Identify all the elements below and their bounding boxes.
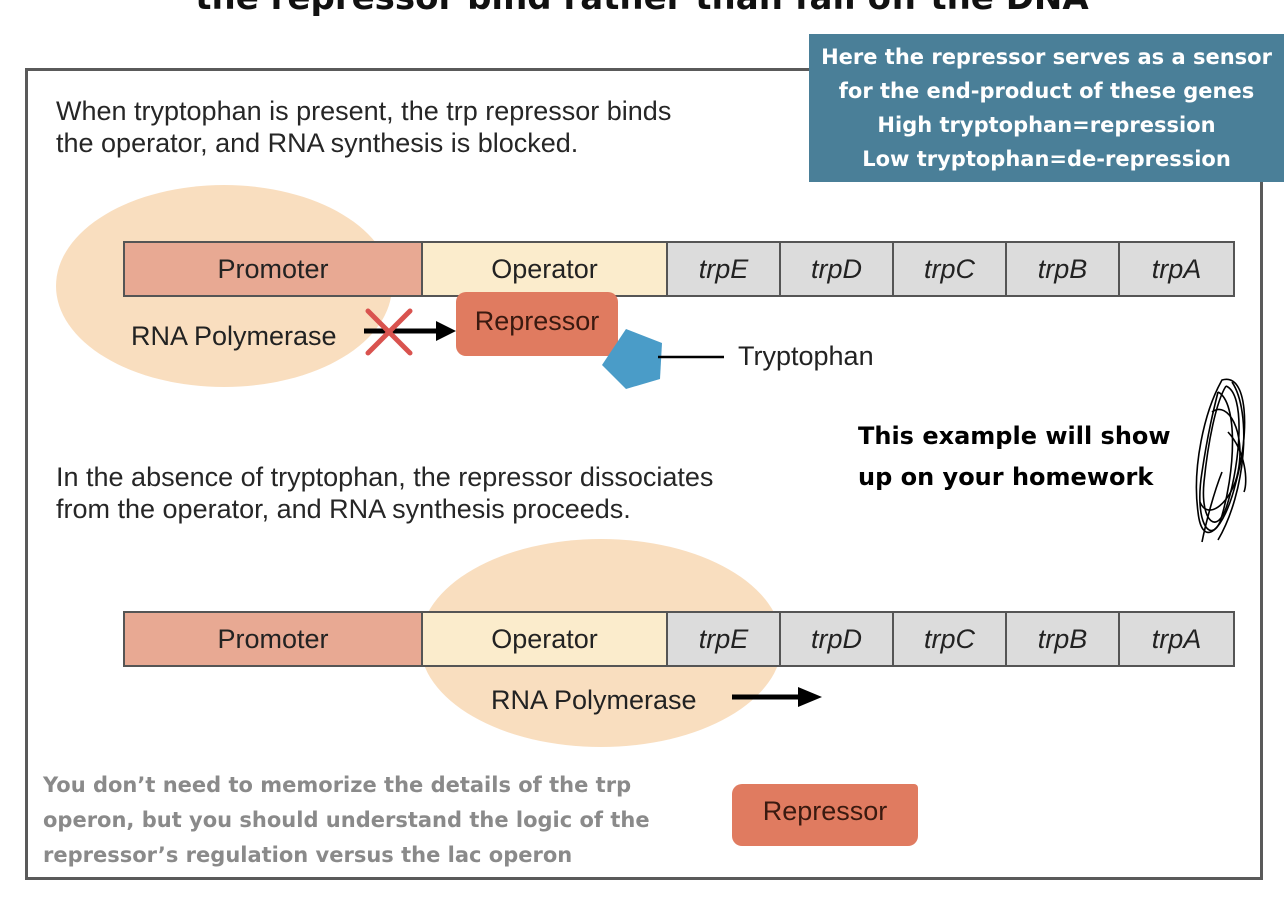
repressor-label-top: Repressor bbox=[474, 306, 600, 336]
callout-line4: Low tryptophan=de-repression bbox=[862, 147, 1231, 171]
block-x-icon bbox=[365, 308, 413, 356]
transcription-arrow bbox=[732, 687, 822, 707]
repressor-bound: Repressor bbox=[456, 292, 618, 356]
tryptophan-label: Tryptophan bbox=[738, 341, 874, 371]
gene-trpA: trpA bbox=[1120, 243, 1233, 295]
bottom-caption-line2: from the operator, and RNA synthesis pro… bbox=[56, 494, 631, 524]
dna-strand-top: Promoter Operator trpE trpD trpC trpB tr… bbox=[123, 241, 1235, 297]
footnote-line3: repressor’s regulation versus the lac op… bbox=[43, 843, 573, 867]
promoter-segment: Promoter bbox=[125, 613, 423, 665]
gene-trpC: trpC bbox=[894, 243, 1007, 295]
callout-line2: for the end-product of these genes bbox=[838, 79, 1255, 103]
operator-segment: Operator bbox=[423, 613, 668, 665]
blocked-arrow bbox=[364, 308, 456, 356]
gene-trpD: trpD bbox=[781, 243, 894, 295]
homework-note-line1: This example will show bbox=[858, 422, 1171, 450]
top-caption: When tryptophan is present, the trp repr… bbox=[56, 95, 671, 159]
gene-trpC: trpC bbox=[894, 613, 1007, 665]
tryptophan-icon bbox=[602, 329, 662, 389]
footnote-line1: You don’t need to memorize the details o… bbox=[43, 773, 632, 797]
operator-segment: Operator bbox=[423, 243, 668, 295]
footnote: You don’t need to memorize the details o… bbox=[43, 768, 650, 873]
gene-trpD: trpD bbox=[781, 613, 894, 665]
callout-box: Here the repressor serves as a sensor fo… bbox=[809, 34, 1284, 182]
callout-line1: Here the repressor serves as a sensor bbox=[821, 45, 1272, 69]
homework-note-line2: up on your homework bbox=[858, 463, 1154, 491]
arrow-head bbox=[798, 687, 822, 707]
callout-line3: High tryptophan=repression bbox=[877, 113, 1216, 137]
scribble-icon bbox=[1195, 378, 1247, 543]
homework-note: This example will show up on your homewo… bbox=[858, 416, 1171, 498]
bottom-caption-line1: In the absence of tryptophan, the repres… bbox=[56, 462, 714, 492]
repressor-label-bottom: Repressor bbox=[762, 796, 888, 826]
arrow-head bbox=[436, 321, 456, 341]
figure-frame: When tryptophan is present, the trp repr… bbox=[25, 68, 1263, 880]
footnote-line2: operon, but you should understand the lo… bbox=[43, 808, 650, 832]
repressor-free: Repressor bbox=[732, 784, 918, 846]
dna-strand-bottom: Promoter Operator trpE trpD trpC trpB tr… bbox=[123, 611, 1235, 667]
rna-polymerase-label-top: RNA Polymerase bbox=[131, 321, 337, 351]
gene-trpA: trpA bbox=[1120, 613, 1233, 665]
gene-trpB: trpB bbox=[1007, 243, 1120, 295]
rna-polymerase-label-bottom: RNA Polymerase bbox=[491, 685, 697, 715]
slide-title: the repressor bind rather than fall off … bbox=[0, 0, 1284, 18]
gene-trpB: trpB bbox=[1007, 613, 1120, 665]
gene-trpE: trpE bbox=[668, 613, 781, 665]
gene-trpE: trpE bbox=[668, 243, 781, 295]
top-caption-line2: the operator, and RNA synthesis is block… bbox=[56, 128, 579, 158]
bottom-caption: In the absence of tryptophan, the repres… bbox=[56, 461, 713, 525]
top-caption-line1: When tryptophan is present, the trp repr… bbox=[56, 96, 672, 126]
tryptophan-pointer-line bbox=[658, 355, 724, 359]
promoter-segment: Promoter bbox=[125, 243, 423, 295]
